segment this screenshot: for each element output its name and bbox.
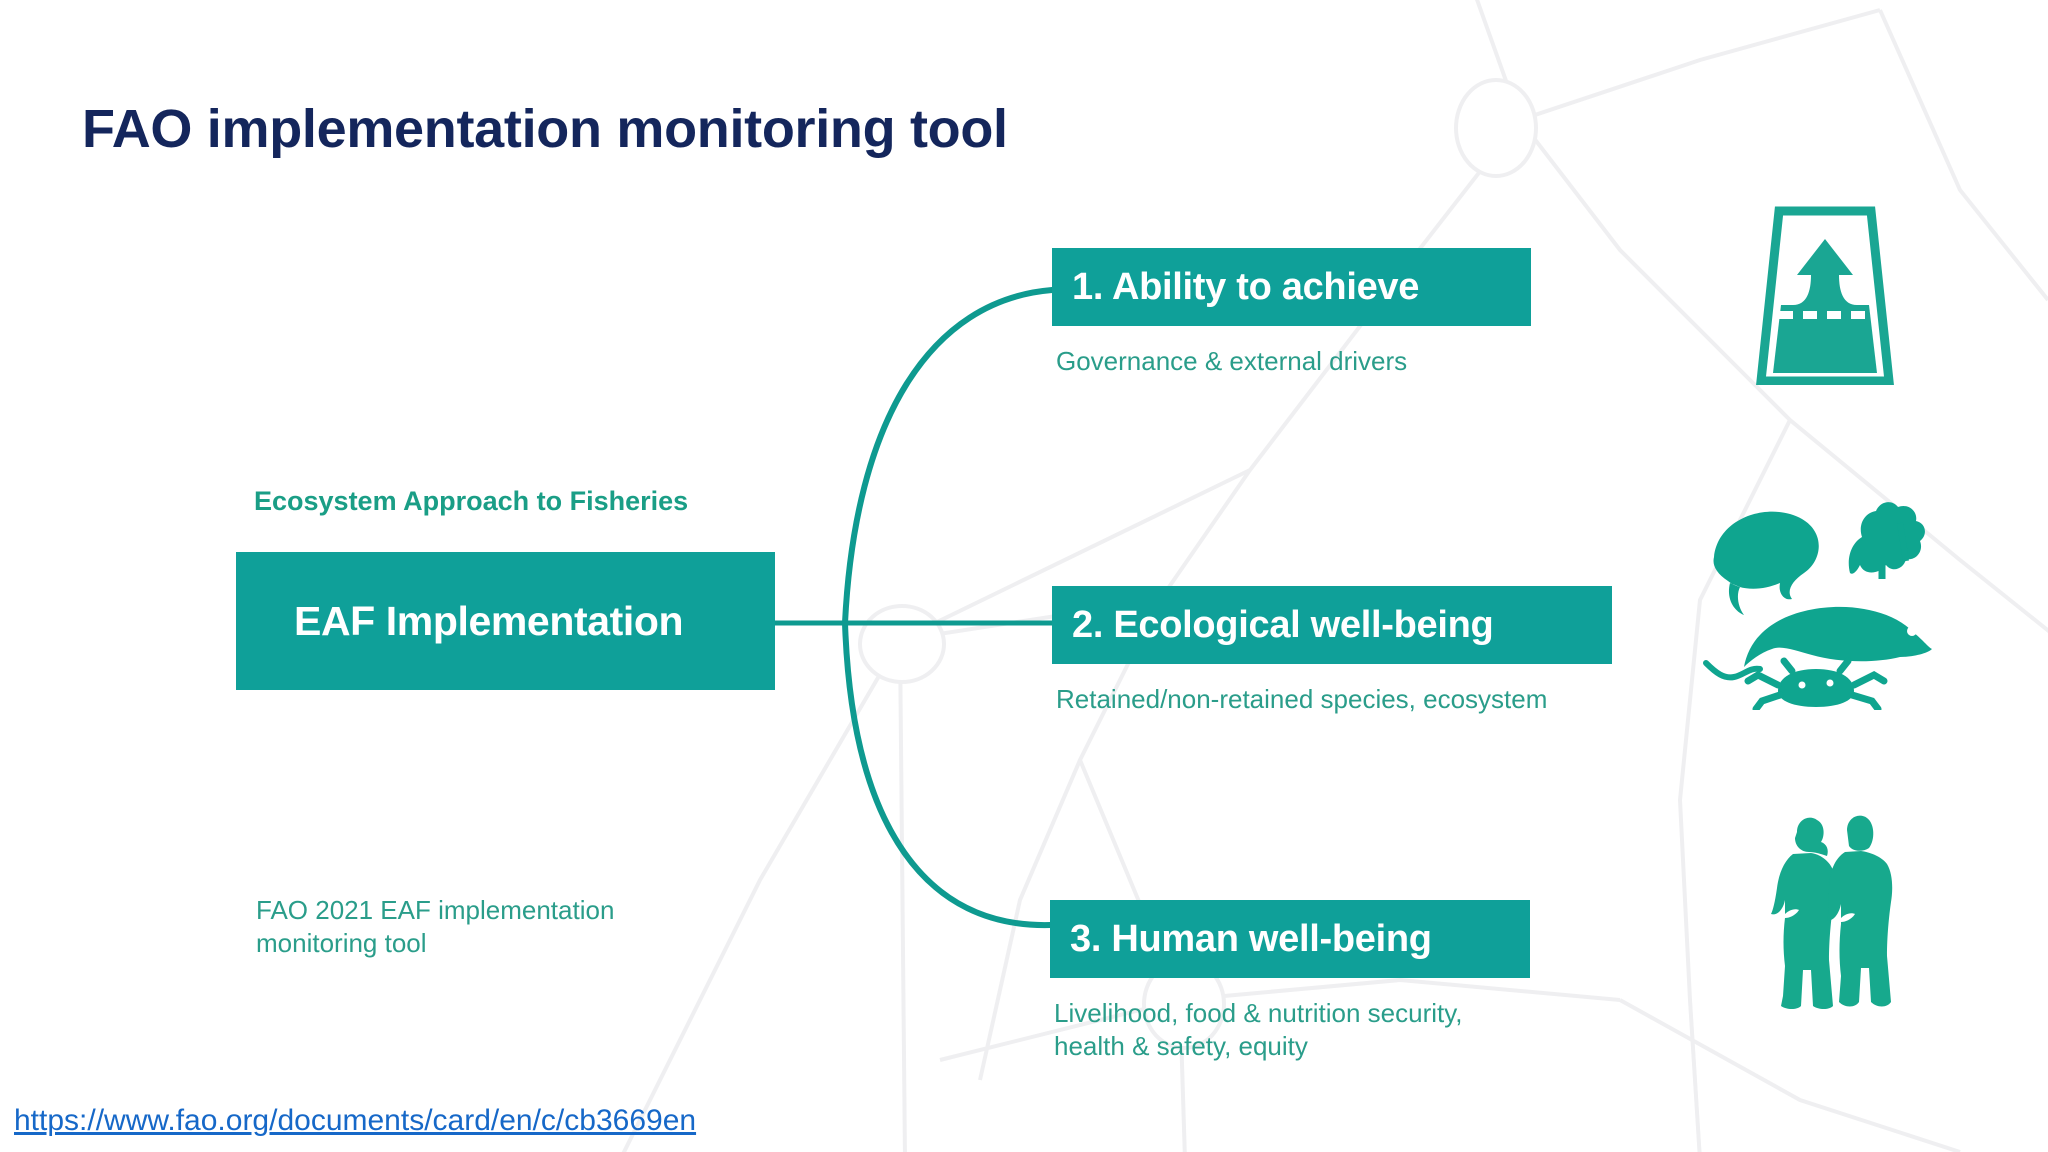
eaf-implementation-label: EAF Implementation <box>294 597 684 644</box>
branch-3-description: Livelihood, food & nutrition security, h… <box>1054 998 1463 1062</box>
branch-3-label: 3. Human well-being <box>1070 917 1432 960</box>
source-note: FAO 2021 EAF implementation monitoring t… <box>256 895 615 959</box>
branch-1-description: Governance & external drivers <box>1056 346 1408 376</box>
source-url-link[interactable]: https://www.fao.org/documents/card/en/c/… <box>14 1104 697 1137</box>
marine-species-icon <box>1703 502 1932 710</box>
branch-3-box[interactable]: 3. Human well-being <box>1050 900 1530 978</box>
branch-human-well-being[interactable]: 3. Human well-being Livelihood, food & n… <box>1050 900 1530 1064</box>
branch-1-label: 1. Ability to achieve <box>1072 265 1420 308</box>
road-arrow-icon <box>1756 206 1894 385</box>
eaf-caption: Ecosystem Approach to Fisheries <box>254 486 689 516</box>
branch-ability-to-achieve[interactable]: 1. Ability to achieve Governance & exter… <box>1052 248 1531 378</box>
branch-2-box[interactable]: 2. Ecological well-being <box>1052 586 1612 664</box>
branch-1-box[interactable]: 1. Ability to achieve <box>1052 248 1531 326</box>
two-people-icon <box>1771 815 1893 1009</box>
page-title: FAO implementation monitoring tool <box>82 99 1008 159</box>
branch-ecological-well-being[interactable]: 2. Ecological well-being Retained/non-re… <box>1052 586 1612 716</box>
eaf-implementation-box[interactable]: EAF Implementation <box>236 552 775 690</box>
branch-2-description: Retained/non-retained species, ecosystem <box>1056 684 1548 714</box>
branch-2-label: 2. Ecological well-being <box>1072 603 1494 646</box>
